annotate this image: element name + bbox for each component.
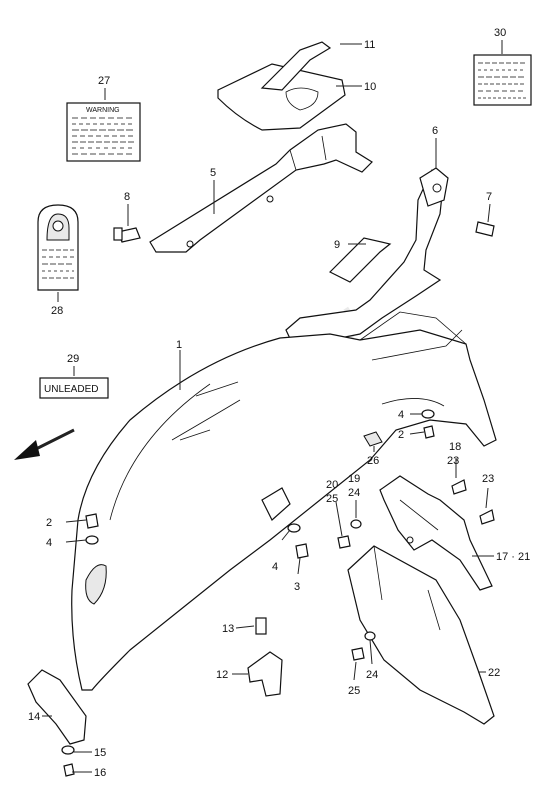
callout-4-left: 4: [46, 537, 52, 549]
seat-pad-part: [217, 41, 346, 131]
unleaded-label-text: UNLEADED: [44, 384, 98, 395]
front-direction-arrow-icon: [14, 428, 75, 460]
mud-flap-part: [347, 545, 495, 725]
callout-15: 15: [94, 747, 106, 759]
callout-14: 14: [28, 711, 40, 723]
callout-29: 29: [67, 353, 79, 365]
lower-bracket-part: [27, 669, 87, 745]
unleaded-label-part: UNLEADED: [39, 377, 109, 399]
tag-label-part: [37, 204, 79, 291]
callout-28: 28: [51, 305, 63, 317]
callout-8: 8: [124, 191, 130, 203]
callout-13: 13: [222, 623, 234, 635]
callout-6: 6: [432, 125, 438, 137]
warning-label-text: WARNING: [86, 107, 120, 114]
callout-12: 12: [216, 669, 228, 681]
callout-25-top: 25: [326, 493, 338, 505]
callout-16: 16: [94, 767, 106, 779]
callout-23-top: 23: [447, 455, 459, 467]
callout-7: 7: [486, 191, 492, 203]
clamp-part: [247, 617, 283, 697]
callout-4-right: 4: [398, 409, 404, 421]
callout-17-21: 17 · 21: [496, 551, 530, 563]
callout-4-mid: 4: [272, 561, 278, 573]
callout-5: 5: [210, 167, 216, 179]
callout-1: 1: [176, 339, 182, 351]
bolt-8-part: [113, 227, 141, 243]
hardware-parts: [61, 409, 495, 777]
leader-lines: [42, 40, 503, 773]
callout-19: 19: [348, 473, 360, 485]
callout-10: 10: [364, 81, 376, 93]
bolt-7-part: [475, 221, 495, 237]
callout-23-right: 23: [482, 473, 494, 485]
callout-22: 22: [488, 667, 500, 679]
spec-label-part: [473, 54, 532, 106]
rear-fender-part: [71, 311, 497, 691]
callout-20: 20: [326, 479, 338, 491]
rear-bracket-part: [149, 123, 373, 253]
callout-26: 26: [367, 455, 379, 467]
callout-9: 9: [334, 239, 340, 251]
callout-11: 11: [364, 39, 375, 51]
side-bracket-part: [379, 475, 493, 591]
callout-3: 3: [294, 581, 300, 593]
callout-18: 18: [449, 441, 461, 453]
callout-27: 27: [98, 75, 110, 87]
callout-2-right: 2: [398, 429, 404, 441]
callout-30: 30: [494, 27, 506, 39]
callout-labels: 11 10 27 30 6 5 8 7 9 28 29 1 4 2 26 18 …: [28, 27, 530, 779]
warning-label-part: WARNING: [66, 102, 141, 162]
callout-24-top: 24: [348, 487, 360, 499]
callout-25-bottom: 25: [348, 685, 360, 697]
callout-24-bottom: 24: [366, 669, 378, 681]
callout-2-left: 2: [46, 517, 52, 529]
